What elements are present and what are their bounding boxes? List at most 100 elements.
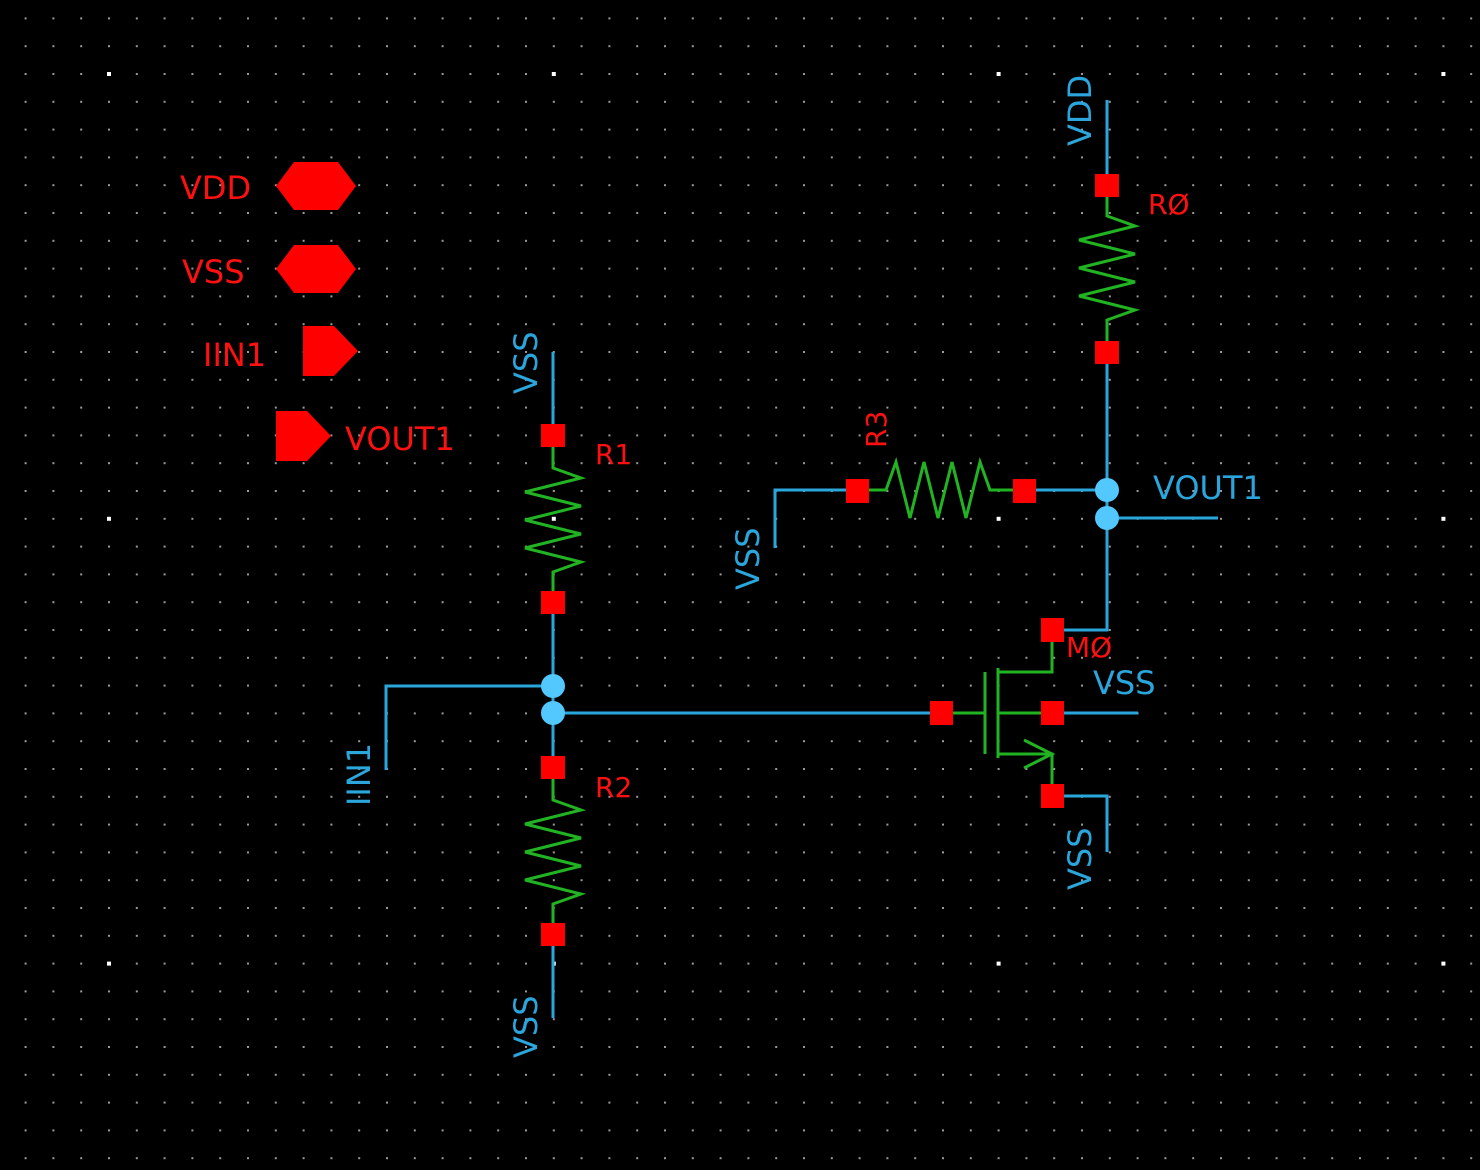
grid-point: [1136, 17, 1139, 20]
resistor-r0[interactable]: [1078, 174, 1141, 364]
grid-point: [219, 434, 222, 437]
pin-r3-plus[interactable]: [1013, 479, 1036, 503]
resistor-r3[interactable]: [846, 456, 1036, 519]
net-label-vdd[interactable]: VDD: [1061, 75, 1099, 146]
grid-point: [914, 907, 917, 909]
grid-point: [108, 879, 110, 882]
grid-point: [191, 907, 194, 909]
grid-point: [858, 962, 861, 965]
grid-point: [914, 239, 917, 242]
grid-point: [386, 73, 388, 75]
grid-point: [1025, 212, 1028, 214]
wire-iin1[interactable]: [384, 684, 553, 770]
grid-point: [942, 1101, 944, 1104]
grid-point: [80, 907, 83, 909]
grid-point: [1359, 517, 1361, 520]
inout-pin-vss-icon[interactable]: [276, 245, 356, 293]
pin-m0-body[interactable]: [1041, 701, 1064, 725]
net-label-vss-r1[interactable]: VSS: [507, 331, 545, 394]
wire-r3-vss[interactable]: [773, 488, 846, 548]
grid-point: [1386, 406, 1389, 409]
grid-point: [469, 1101, 472, 1104]
grid-point: [942, 990, 944, 993]
grid-point: [1331, 128, 1334, 131]
grid-point: [1470, 462, 1473, 465]
grid-point: [219, 406, 222, 409]
grid-point: [1386, 1018, 1389, 1021]
net-label-vss-source[interactable]: VSS: [1061, 827, 1099, 890]
grid-point: [191, 990, 194, 993]
grid-point: [803, 1018, 805, 1021]
grid-point: [691, 684, 694, 687]
instance-label-r0[interactable]: RØ: [1148, 188, 1190, 221]
grid-point: [942, 73, 944, 75]
instance-label-m0[interactable]: MØ: [1066, 631, 1112, 664]
instance-label-r3[interactable]: R3: [860, 411, 893, 448]
grid-point: [608, 184, 611, 187]
inout-pin-vdd-icon[interactable]: [276, 162, 356, 210]
grid-point: [997, 851, 1000, 854]
grid-point: [636, 629, 639, 631]
grid-point: [191, 1129, 194, 1132]
input-pin-iin1-icon[interactable]: [303, 326, 358, 376]
grid-point: [330, 517, 333, 520]
grid-point: [1081, 434, 1083, 437]
grid-point: [525, 629, 527, 631]
pin-r2-plus[interactable]: [541, 756, 565, 779]
instance-label-r1[interactable]: R1: [595, 438, 632, 471]
grid-point: [691, 907, 694, 909]
pin-r2-minus[interactable]: [541, 923, 565, 946]
net-label-vout1[interactable]: VOUT1: [1153, 469, 1263, 507]
grid-point: [747, 962, 750, 965]
pin-r0-minus[interactable]: [1095, 341, 1119, 364]
grid-point: [1359, 406, 1361, 409]
grid-point: [163, 740, 166, 743]
pin-r1-plus[interactable]: [541, 424, 565, 447]
grid-point: [525, 740, 527, 743]
pin-r0-plus[interactable]: [1095, 174, 1119, 197]
pin-m0-drain[interactable]: [1041, 618, 1064, 642]
grid-point: [1442, 100, 1445, 103]
net-label-vss-r3[interactable]: VSS: [729, 527, 767, 590]
grid-point: [1108, 740, 1111, 743]
grid-point: [830, 1073, 833, 1076]
resistor-r2[interactable]: [524, 756, 587, 946]
grid-point: [608, 490, 611, 492]
grid-point: [1220, 684, 1222, 687]
grid-point: [1331, 434, 1334, 437]
grid-point: [358, 267, 361, 270]
grid-point: [1192, 73, 1195, 75]
instance-label-r2[interactable]: R2: [595, 771, 632, 804]
grid-point: [358, 1046, 361, 1048]
wire-vout-node[interactable]: [1064, 364, 1109, 632]
grid-point: [942, 1018, 944, 1021]
grid-point: [886, 378, 889, 381]
grid-point: [497, 184, 500, 187]
grid-point: [747, 907, 750, 909]
grid-point: [1081, 378, 1083, 381]
net-label-vss-r2[interactable]: VSS: [507, 995, 545, 1058]
grid-point: [608, 768, 611, 770]
grid-point: [996, 961, 1001, 966]
resistor-r1[interactable]: [524, 424, 587, 614]
wire-source-vss[interactable]: [1064, 794, 1109, 852]
pin-r3-minus[interactable]: [846, 479, 869, 503]
grid-point: [191, 184, 194, 187]
grid-point: [1136, 879, 1139, 882]
net-label-vss-body[interactable]: VSS: [1093, 664, 1156, 702]
grid-point: [1331, 601, 1334, 604]
net-label-iin1[interactable]: IIN1: [340, 743, 378, 806]
grid-point: [247, 434, 249, 437]
nmos-m0[interactable]: [930, 618, 1064, 808]
pin-m0-gate[interactable]: [930, 701, 953, 725]
pin-m0-source[interactable]: [1041, 784, 1064, 808]
output-pin-vout1-icon[interactable]: [276, 411, 331, 461]
grid-point: [1220, 1129, 1222, 1132]
grid-point: [719, 684, 722, 687]
grid-point: [1303, 184, 1306, 187]
pin-r1-minus[interactable]: [541, 591, 565, 614]
grid-point: [358, 1073, 361, 1076]
grid-point: [1053, 768, 1056, 770]
grid-point: [358, 712, 361, 715]
